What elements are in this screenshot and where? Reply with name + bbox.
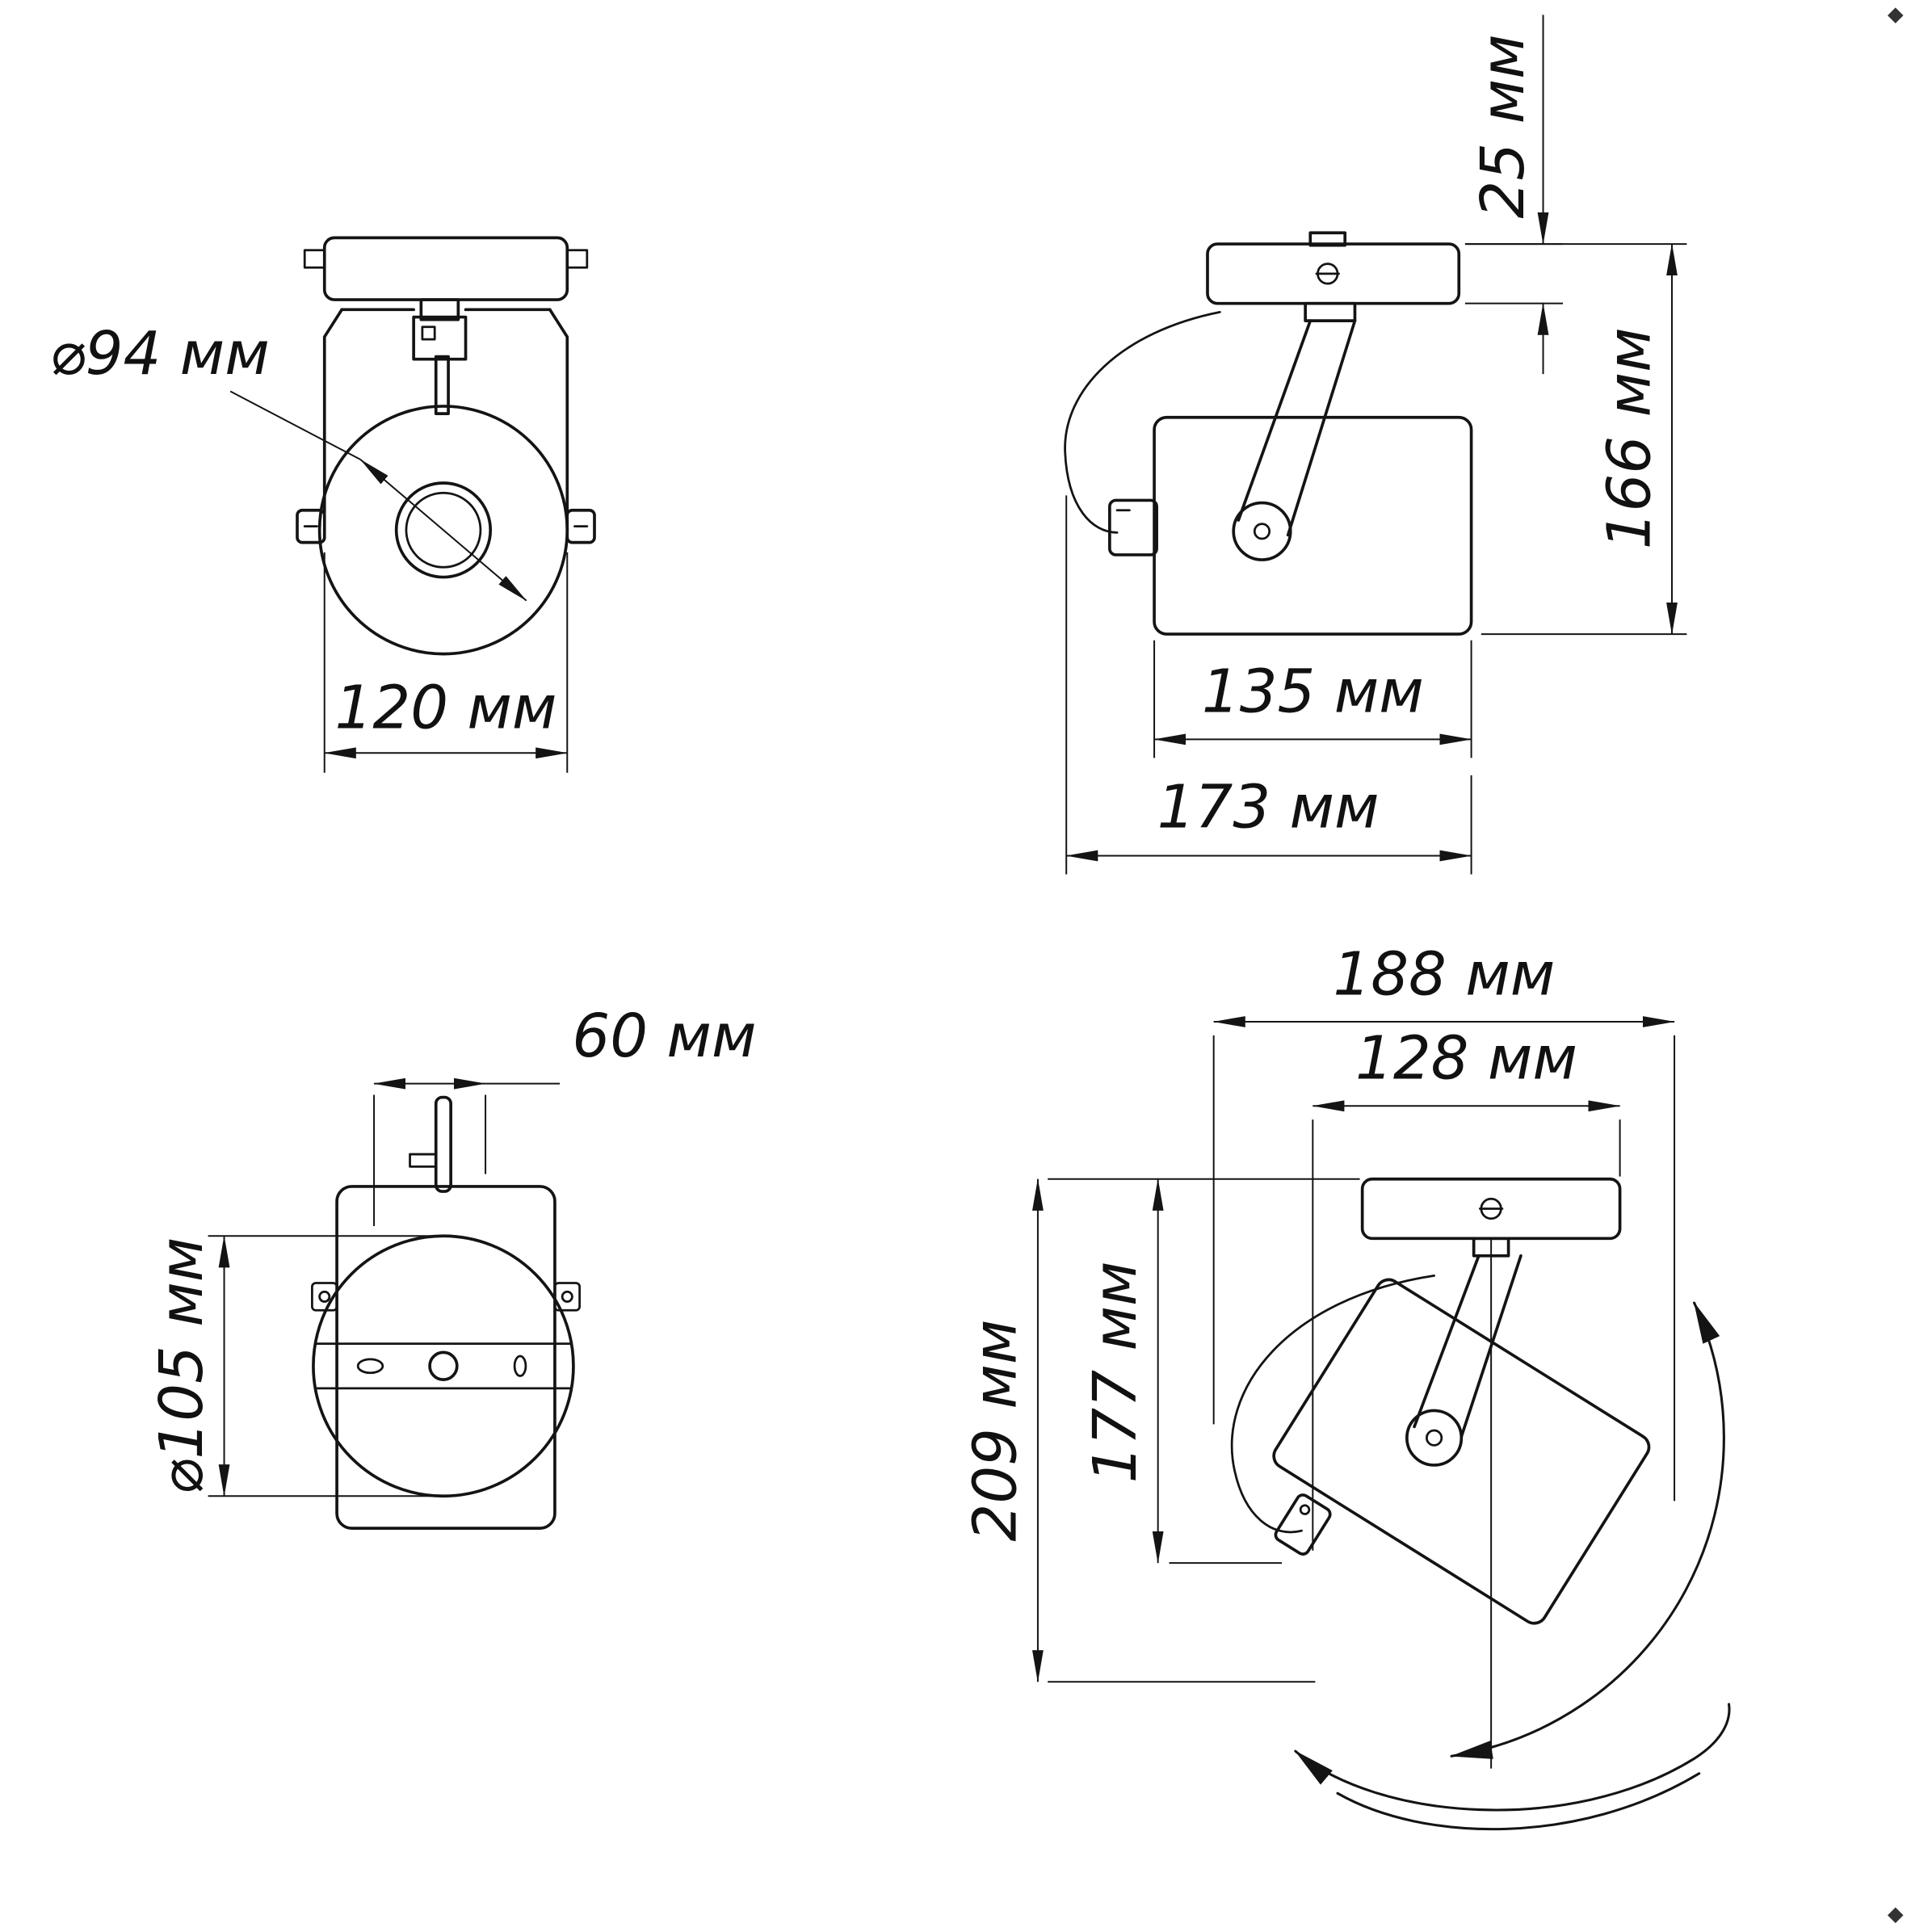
dim-body-diameter: ⌀105 мм bbox=[148, 1237, 216, 1495]
dim-overall-height: 166 мм bbox=[1595, 327, 1664, 549]
dim-swivel-overall-height: 209 мм bbox=[961, 1320, 1030, 1542]
dim-swivel-body-drop: 177 мм bbox=[1082, 1261, 1150, 1483]
tilt-arc-arrow bbox=[1450, 1301, 1725, 1759]
dim-stem-offset: 60 мм bbox=[572, 1002, 756, 1071]
side-view-dimensions: 25 мм 166 мм 135 мм 173 мм bbox=[1065, 15, 1687, 875]
rotate-swoosh-outer bbox=[1294, 1703, 1731, 1812]
rotate-swoosh-inner bbox=[1336, 1772, 1701, 1831]
front-view bbox=[296, 236, 596, 656]
dim-overall-length: 173 мм bbox=[1157, 773, 1380, 842]
dim-swivel-plate-width: 128 мм bbox=[1355, 1025, 1577, 1094]
dim-front-width: 120 мм bbox=[335, 674, 557, 743]
side-view bbox=[1064, 231, 1473, 636]
registration-mark-top bbox=[1888, 7, 1904, 23]
front-view-dimensions: ⌀94 мм 120 мм bbox=[49, 320, 569, 773]
swivel-view-dimensions: 188 мм 128 мм 209 мм 177 мм bbox=[961, 940, 1676, 1683]
swivel-view bbox=[1230, 1177, 1651, 1769]
registration-marks bbox=[1888, 7, 1904, 1924]
dim-swivel-overall-width: 188 мм bbox=[1333, 940, 1555, 1009]
dim-lens-diameter: ⌀94 мм bbox=[49, 320, 269, 388]
rotation-arrows bbox=[1294, 1301, 1731, 1831]
bottom-view bbox=[311, 1095, 581, 1530]
bottom-view-dimensions: 60 мм ⌀105 мм bbox=[148, 1002, 756, 1497]
registration-mark-bottom bbox=[1888, 1907, 1904, 1924]
dim-body-length: 135 мм bbox=[1202, 658, 1424, 727]
dim-plate-thickness: 25 мм bbox=[1469, 34, 1538, 218]
